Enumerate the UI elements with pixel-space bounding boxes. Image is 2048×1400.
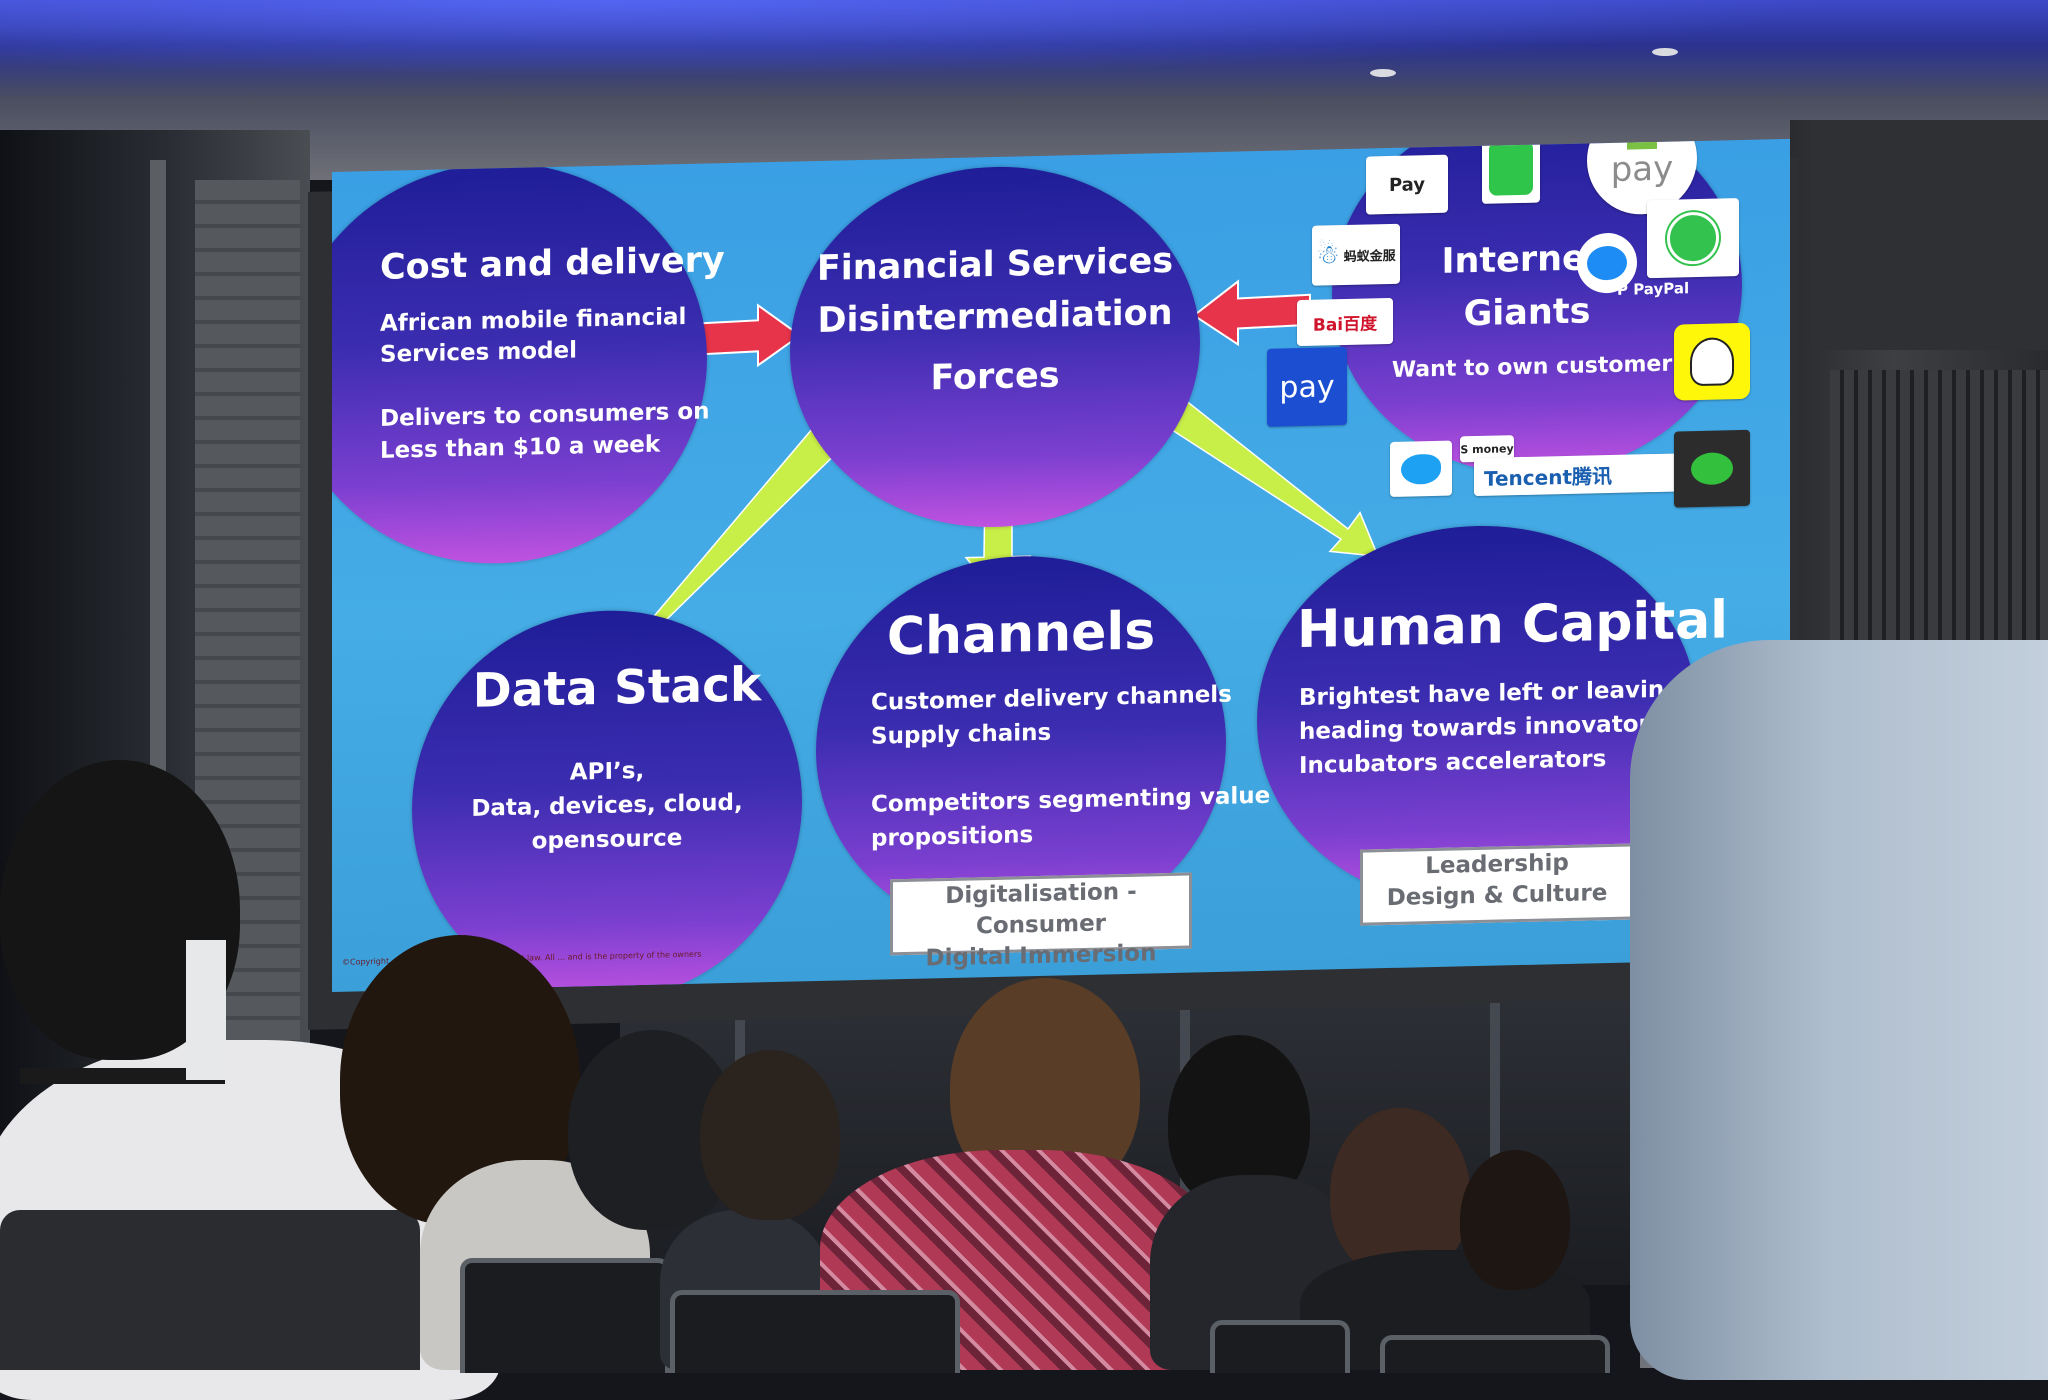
channels-line: Customer delivery channels: [871, 681, 1232, 716]
line-logo: [1482, 138, 1540, 204]
channels-line: Competitors segmenting value: [871, 782, 1271, 818]
cost-title: Cost and delivery: [380, 240, 725, 288]
twitter-icon: [1401, 453, 1441, 485]
audience-person-head-bald: [1330, 1108, 1470, 1278]
channels-line: Supply chains: [871, 719, 1052, 750]
messenger-icon: [1587, 245, 1627, 281]
ceiling-downlight: [1652, 48, 1678, 56]
whatsapp-icon: [1667, 211, 1719, 265]
snapchat-icon: [1690, 337, 1734, 387]
center-title-line: Forces: [930, 355, 1060, 399]
android-pay-label: pay: [1610, 148, 1674, 190]
chair-back: [460, 1258, 670, 1373]
samsung-pay-label: pay: [1279, 368, 1335, 406]
apple-pay-logo: Pay: [1366, 154, 1448, 215]
twitter-logo: [1390, 440, 1452, 497]
human-capital-line: Brightest have left or leaving: [1299, 676, 1681, 712]
wall-vent-grille: [1830, 370, 2048, 690]
snapchat-logo: [1674, 322, 1750, 401]
wechat-icon: [1691, 452, 1733, 486]
human-capital-caption-box: Leadership Design & Culture: [1360, 843, 1634, 926]
chair-back: [1380, 1335, 1610, 1373]
right-wall-panel: [1810, 120, 2048, 350]
side-monitor: [186, 940, 226, 1080]
ceiling-blue-light: [0, 0, 2048, 90]
chair-back: [1210, 1320, 1350, 1373]
ant-financial-label: 蚂蚁金服: [1343, 248, 1396, 265]
tencent-logo: Tencent腾讯: [1474, 452, 1704, 497]
lanyard: [20, 1068, 225, 1084]
ceiling-downlight: [1370, 69, 1396, 77]
data-stack-circle: Data Stack API’s, Data, devices, cloud, …: [412, 606, 802, 993]
caption-line: Digitalisation - Consumer: [945, 878, 1137, 940]
paypal-logo: P PayPal: [1617, 279, 1690, 299]
human-capital-title: Human Capital: [1297, 590, 1729, 661]
audience-person-standing-shirt: [1630, 640, 2048, 1380]
slide-arrows: [617, 279, 1380, 667]
arrow-down-right-icon: [1164, 399, 1380, 558]
audience-person-head: [1460, 1150, 1570, 1290]
ant-financial-icon: ☃: [1316, 240, 1340, 271]
audience-person-head: [700, 1050, 840, 1220]
channels-title: Channels: [886, 601, 1156, 668]
human-capital-line: Incubators accelerators: [1299, 746, 1607, 780]
data-stack-line: API’s,: [569, 757, 645, 786]
arrow-left-icon: [1192, 279, 1311, 347]
data-stack-title: Data Stack: [472, 657, 762, 719]
wechat-logo: [1674, 429, 1750, 508]
cost-line: Services model: [380, 337, 578, 368]
ant-financial-logo: ☃ 蚂蚁金服: [1312, 223, 1400, 286]
channels-line: propositions: [871, 822, 1034, 852]
samsung-pay-logo: pay: [1267, 346, 1347, 427]
whatsapp-logo: [1647, 198, 1739, 279]
chair-back: [0, 1210, 420, 1370]
apple-pay-label: Pay: [1388, 173, 1426, 196]
center-title-line: Disintermediation: [817, 292, 1173, 341]
baidu-logo: Bai百度: [1297, 297, 1393, 347]
data-stack-line: opensource: [531, 825, 683, 855]
glass-mullion: [1490, 985, 1500, 1315]
human-capital-line: heading towards innovators: [1299, 710, 1664, 746]
projected-slide: Cost and delivery African mobile financi…: [332, 138, 1790, 993]
cost-line: African mobile financial: [380, 303, 687, 337]
cost-line: Less than $10 a week: [380, 431, 661, 464]
cost-line: Delivers to consumers on: [380, 398, 710, 432]
caption-line: Design & Culture: [1386, 880, 1608, 912]
data-stack-line: Data, devices, cloud,: [471, 789, 743, 822]
line-icon: [1489, 140, 1533, 196]
center-title-line: Financial Services: [816, 240, 1174, 289]
chair-back: [670, 1290, 960, 1373]
